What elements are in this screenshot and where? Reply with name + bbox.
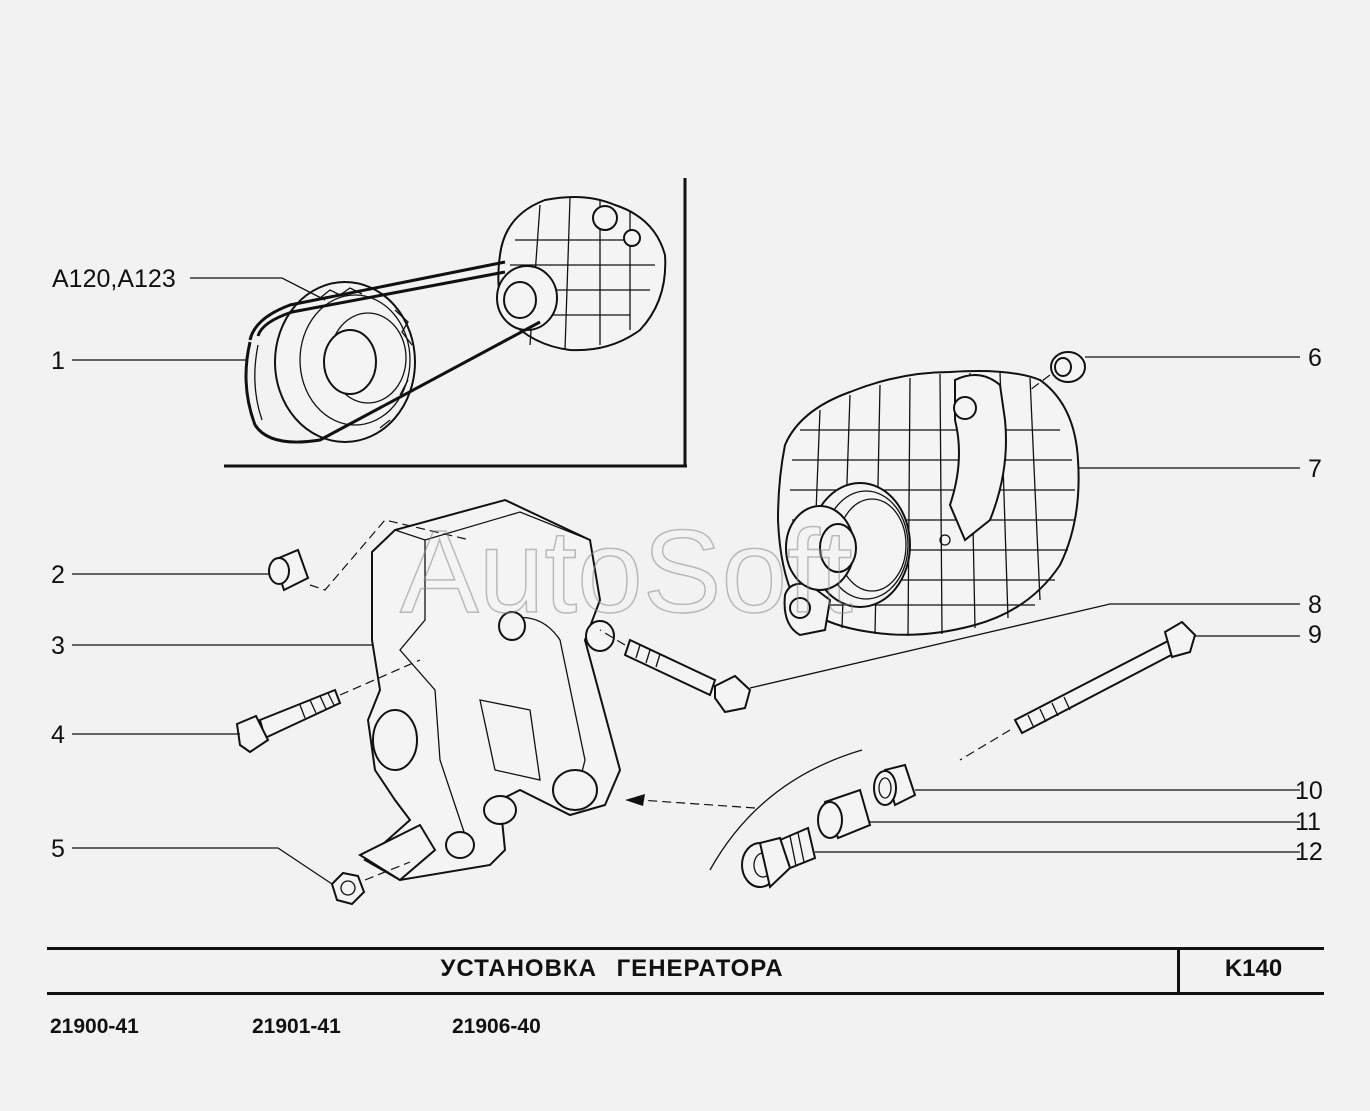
- alternator: [776, 370, 1080, 637]
- callout-10: 10: [1295, 777, 1323, 805]
- page-title: УСТАНОВКА ГЕНЕРАТОРА: [440, 955, 784, 982]
- callout-12: 12: [1295, 838, 1323, 866]
- model-list: 21900-41 21901-41 21906-40: [0, 1015, 1370, 1045]
- callout-6: 6: [1308, 344, 1322, 372]
- callout-8: 8: [1308, 591, 1322, 619]
- callout-5: 5: [51, 835, 65, 863]
- spacer-sleeves: [709, 749, 917, 889]
- bolt-long: [959, 620, 1197, 761]
- callout-7: 7: [1308, 455, 1322, 483]
- bushing: [268, 519, 471, 592]
- bolt-medium: [599, 629, 752, 714]
- inset-frame: [224, 178, 687, 468]
- callout-11: 11: [1295, 808, 1321, 836]
- leader-lines: [72, 277, 1300, 885]
- callout-1: 1: [51, 347, 65, 375]
- callout-2: 2: [51, 561, 65, 589]
- model-code: 21906-40: [452, 1015, 541, 1038]
- watermark: AutoSoft: [400, 506, 853, 638]
- callout-4: 4: [51, 721, 65, 749]
- callout-9: 9: [1308, 621, 1322, 649]
- title-bar: УСТАНОВКА ГЕНЕРАТОРА K140: [47, 947, 1324, 995]
- callout-3: 3: [51, 632, 65, 660]
- callout-a120: A120,A123: [52, 265, 176, 293]
- model-code: 21901-41: [252, 1015, 341, 1038]
- nut: [330, 861, 411, 906]
- inset-belt-drive: [244, 196, 667, 444]
- direction-arrow: [625, 794, 756, 809]
- model-code: 21900-41: [50, 1015, 139, 1038]
- terminal-cap: [1029, 351, 1086, 391]
- page-code: K140: [1224, 955, 1283, 982]
- alternator-bracket: [357, 498, 622, 882]
- bolt-short: [235, 659, 421, 754]
- page-code-cell: K140: [1177, 950, 1327, 992]
